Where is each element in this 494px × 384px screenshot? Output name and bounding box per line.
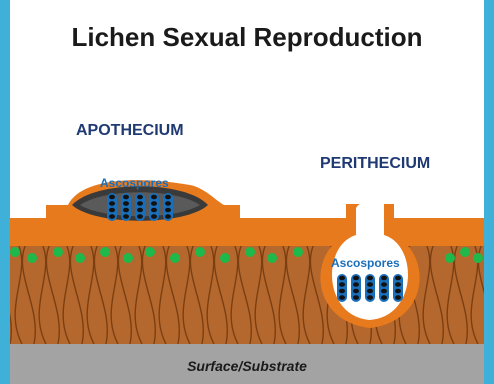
ascospore <box>123 195 129 200</box>
ascospore <box>395 276 401 281</box>
ascospore <box>339 276 345 281</box>
alga-cell <box>75 253 85 263</box>
substrate-label: Surface/Substrate <box>10 358 484 374</box>
ascospore <box>395 289 401 294</box>
alga-cell <box>445 253 455 263</box>
perithecium-asci <box>337 274 403 302</box>
ascospore <box>109 208 115 213</box>
ostiole-left <box>346 204 356 220</box>
ascospore <box>339 295 345 300</box>
ascospore <box>137 195 143 200</box>
ascospore <box>353 295 359 300</box>
ascospore <box>109 195 115 200</box>
ascospore <box>151 214 157 219</box>
perithecium-label: PERITHECIUM <box>320 155 430 173</box>
ascospore <box>381 276 387 281</box>
ascospore <box>165 214 171 219</box>
ascospore <box>165 195 171 200</box>
diagram-title: Lichen Sexual Reproduction <box>10 22 484 53</box>
ascospore <box>339 289 345 294</box>
ascospore <box>395 282 401 287</box>
ascospore <box>165 208 171 213</box>
ostiole-right <box>384 204 394 220</box>
apothecium-ascospores-label: Ascospores <box>100 176 169 190</box>
ascospore <box>367 295 373 300</box>
alga-cell <box>100 247 110 257</box>
ascospore <box>165 201 171 206</box>
alga-cell <box>123 253 133 263</box>
ascospore <box>137 214 143 219</box>
alga-cell <box>267 253 277 263</box>
ascospore <box>381 295 387 300</box>
ascospore <box>381 289 387 294</box>
alga-cell <box>473 253 483 263</box>
alga-cell <box>10 247 20 257</box>
lichen-cross-section <box>10 0 484 384</box>
ascospore <box>339 282 345 287</box>
ascospore <box>151 195 157 200</box>
ascospore <box>137 201 143 206</box>
ascospore <box>123 214 129 219</box>
alga-cell <box>460 247 470 257</box>
alga-cell <box>195 247 205 257</box>
perithecium-ascospores-label: Ascospores <box>331 256 400 270</box>
ascospore <box>353 282 359 287</box>
ascospore <box>109 214 115 219</box>
upper-cortex <box>10 218 484 246</box>
ascospore <box>123 201 129 206</box>
apothecium-label: APOTHECIUM <box>76 122 184 140</box>
ascospore <box>151 208 157 213</box>
alga-cell <box>220 253 230 263</box>
alga-cell <box>145 247 155 257</box>
alga-cell <box>53 247 63 257</box>
ascospore <box>367 289 373 294</box>
ascospore <box>137 208 143 213</box>
ascospore <box>381 282 387 287</box>
ascospore <box>109 201 115 206</box>
alga-cell <box>170 253 180 263</box>
diagram-frame: Lichen Sexual Reproduction APOTHECIUM As… <box>10 0 484 384</box>
ascospore <box>395 295 401 300</box>
ascospore <box>151 201 157 206</box>
ascospore <box>353 276 359 281</box>
ascospore <box>123 208 129 213</box>
alga-cell <box>27 253 37 263</box>
ascospore <box>367 282 373 287</box>
ascospore <box>353 289 359 294</box>
apothecium-asci <box>107 193 173 221</box>
alga-cell <box>245 247 255 257</box>
ascospore <box>367 276 373 281</box>
alga-cell <box>293 247 303 257</box>
